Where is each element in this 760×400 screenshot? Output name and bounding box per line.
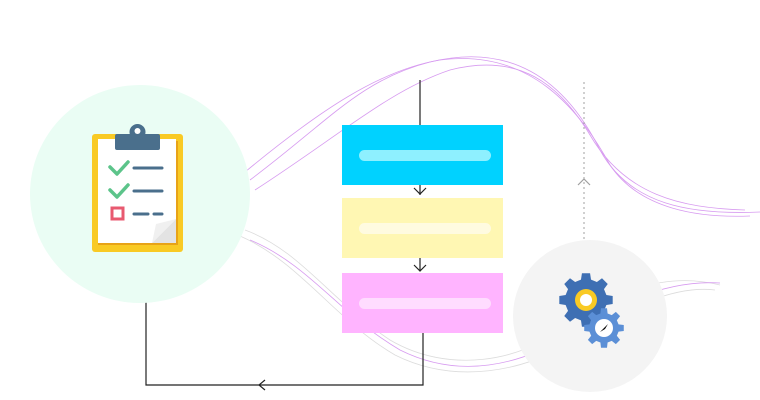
process-step-3	[342, 273, 503, 333]
curve-top-1	[249, 56, 760, 213]
process-step-1	[342, 125, 503, 185]
decorative-curves	[239, 56, 760, 373]
curve-top-3	[254, 64, 746, 211]
gears-settings-icon	[559, 273, 624, 348]
arrow-up-icon	[577, 178, 591, 186]
return-path	[145, 270, 424, 386]
step-1-placeholder-bar	[359, 150, 491, 161]
gear-large-center	[580, 294, 592, 306]
arrow-left-icon	[258, 379, 266, 391]
curve-top-2	[244, 58, 751, 217]
clipboard-checklist-icon	[92, 124, 183, 252]
step-3-placeholder-bar	[359, 298, 491, 309]
process-step-2	[342, 198, 503, 258]
arrow-down-icon	[413, 264, 427, 272]
check-icon	[108, 183, 130, 199]
check-icon	[108, 160, 130, 176]
arrow-down-icon	[413, 187, 427, 195]
gear-small-needle	[600, 324, 608, 332]
clipboard-clip-hole	[134, 128, 141, 134]
step-2-placeholder-bar	[359, 223, 491, 234]
unchecked-box-icon	[110, 206, 125, 221]
clipboard-clip	[115, 134, 160, 150]
paper-fold-edge	[152, 219, 176, 243]
